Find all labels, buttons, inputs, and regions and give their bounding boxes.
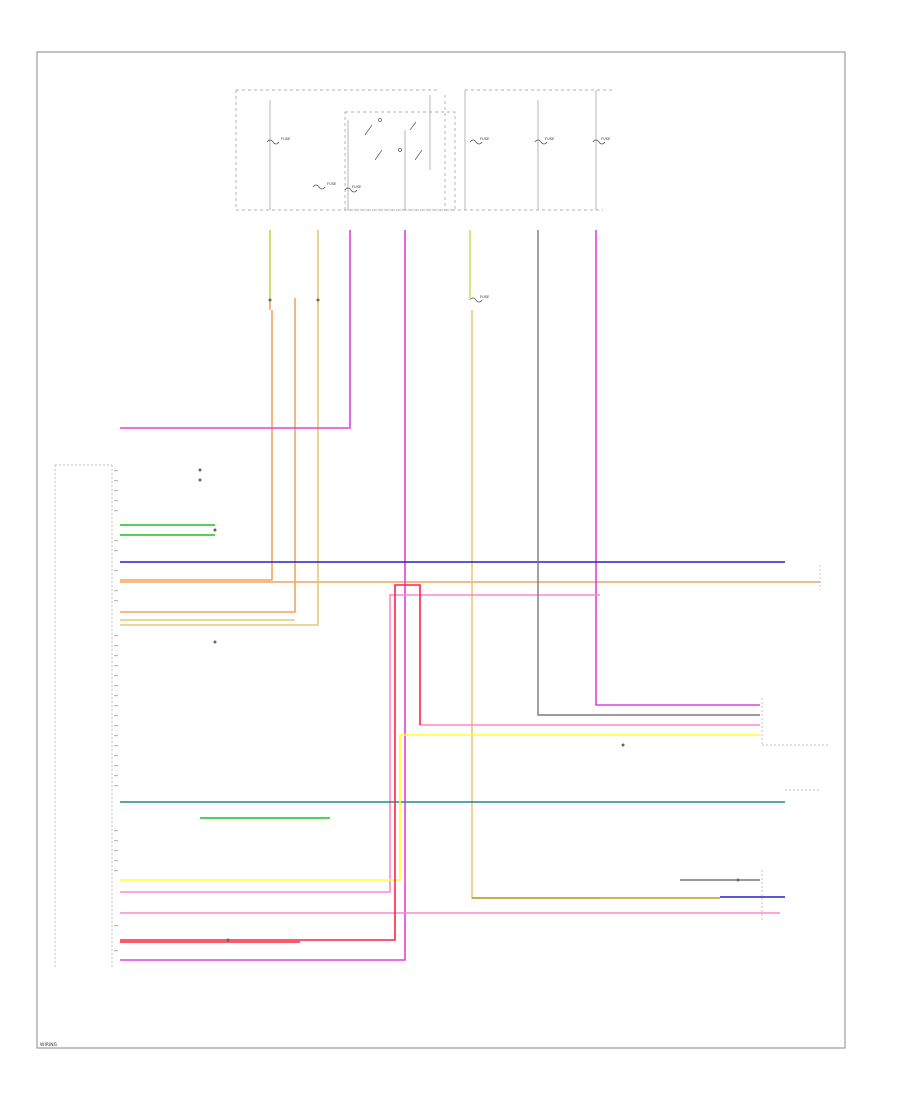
pin-mark xyxy=(114,675,118,677)
pin-mark xyxy=(114,850,118,852)
pin-mark xyxy=(114,685,118,687)
footer-label: WIRING xyxy=(40,1042,58,1048)
pin-mark xyxy=(114,765,118,767)
pin-mark xyxy=(114,925,118,927)
pin-mark xyxy=(114,490,118,492)
wire-violet xyxy=(120,230,760,961)
pin-mark xyxy=(114,755,118,757)
connector-pins xyxy=(114,470,118,952)
pin-mark xyxy=(114,840,118,842)
fuse-labels: FUSE FUSE FUSE FUSE FUSE FUSE FUSE xyxy=(281,137,611,299)
pin-mark xyxy=(114,705,118,707)
fuse-label: FUSE xyxy=(601,137,611,141)
fuse-symbol xyxy=(534,139,548,145)
fuse-label: FUSE xyxy=(545,137,555,141)
pin-mark xyxy=(114,735,118,737)
pin-mark xyxy=(114,550,118,552)
fuse-group xyxy=(266,139,606,303)
splice-dot xyxy=(226,938,230,942)
pin-mark xyxy=(114,775,118,777)
pin-mark xyxy=(114,860,118,862)
wire-gray xyxy=(537,230,760,881)
pin-mark xyxy=(114,725,118,727)
pin-mark xyxy=(114,695,118,697)
fuse-label: FUSE xyxy=(480,295,490,299)
pin-mark xyxy=(114,645,118,647)
splice-dot xyxy=(316,298,320,302)
pin-mark xyxy=(114,480,118,482)
fuse-symbol xyxy=(344,187,358,193)
pin-mark xyxy=(114,950,118,952)
pin-mark xyxy=(114,510,118,512)
pin-mark xyxy=(114,715,118,717)
wire-blue xyxy=(120,561,785,898)
splice-dot xyxy=(213,528,217,532)
fuse-label: FUSE xyxy=(281,137,291,141)
pin-mark xyxy=(114,500,118,502)
splice-dot xyxy=(198,468,202,472)
fuse-label: FUSE xyxy=(352,185,362,189)
splice-points xyxy=(198,298,740,942)
splice-dot xyxy=(198,478,202,482)
wire-yellow xyxy=(120,734,760,881)
fuse-symbol xyxy=(592,139,606,145)
wire-tan xyxy=(120,230,600,899)
wire-green xyxy=(120,524,330,819)
wire-yellow-green xyxy=(269,230,471,300)
fuse-label: FUSE xyxy=(327,182,337,186)
fuse-symbol xyxy=(266,139,280,145)
pin-mark xyxy=(114,745,118,747)
pin-mark xyxy=(114,470,118,472)
relay-symbols xyxy=(364,118,423,161)
fuse-symbol xyxy=(469,297,483,303)
fuse-symbol xyxy=(312,184,326,190)
fuse-symbol xyxy=(469,139,483,145)
right-components xyxy=(761,565,830,920)
pin-mark xyxy=(114,540,118,542)
pin-mark xyxy=(114,655,118,657)
pin-mark xyxy=(114,665,118,667)
power-distribution-box xyxy=(235,89,615,211)
splice-dot xyxy=(736,878,740,882)
pin-mark xyxy=(114,590,118,592)
splice-dot xyxy=(268,298,272,302)
fuse-label: FUSE xyxy=(480,137,490,141)
splice-dot xyxy=(213,640,217,644)
wire-pink xyxy=(120,594,780,914)
diagram-frame xyxy=(36,51,846,1049)
pin-mark xyxy=(114,870,118,872)
pin-mark xyxy=(114,830,118,832)
pin-mark xyxy=(114,600,118,602)
wire-red xyxy=(120,584,421,943)
splice-dot xyxy=(621,743,625,747)
pin-mark xyxy=(114,635,118,637)
pin-mark xyxy=(114,570,118,572)
module-connector xyxy=(54,464,113,968)
pin-mark xyxy=(114,785,118,787)
